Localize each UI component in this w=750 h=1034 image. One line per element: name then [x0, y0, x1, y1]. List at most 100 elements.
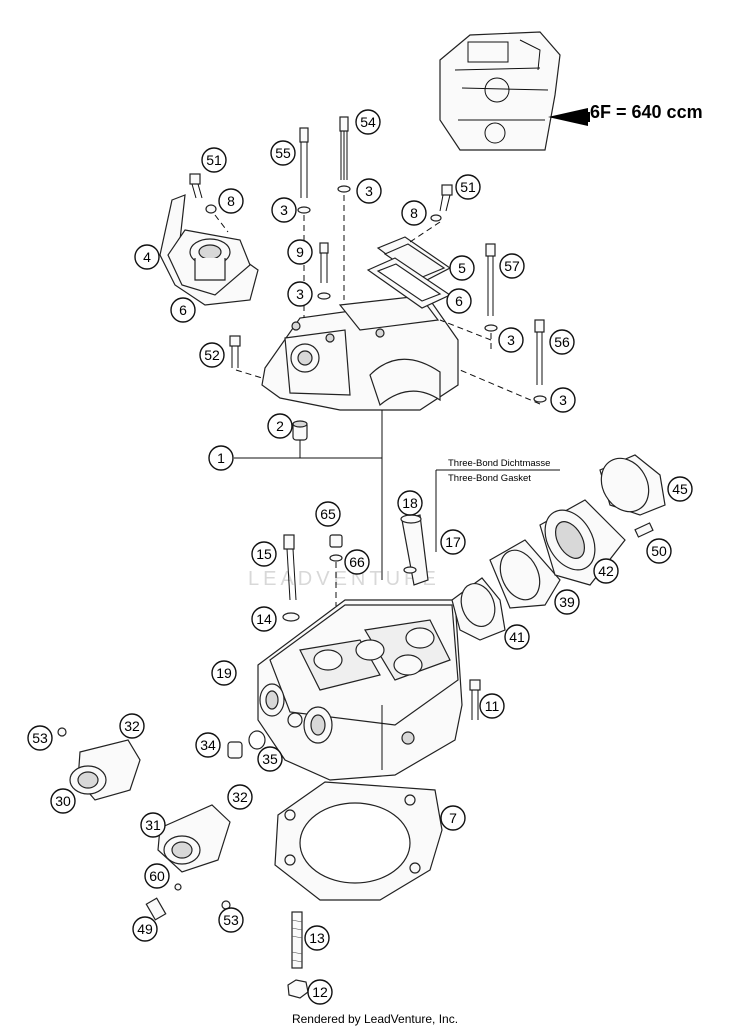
callout-56: 56: [549, 329, 575, 355]
callout-11: 11: [479, 693, 505, 719]
callout-3: 3: [498, 327, 524, 353]
footer-credit: Rendered by LeadVenture, Inc.: [291, 1012, 459, 1026]
callout-15: 15: [251, 541, 277, 567]
callout-45: 45: [667, 476, 693, 502]
callout-50: 50: [646, 538, 672, 564]
engine-inset-illustration: [439, 31, 561, 151]
svg-text:19: 19: [216, 665, 232, 681]
callout-51: 51: [201, 147, 227, 173]
svg-text:32: 32: [232, 789, 248, 805]
plug-34: [227, 730, 266, 759]
callout-32: 32: [119, 713, 145, 739]
inspection-cover-part: [366, 236, 452, 309]
arrow-shaft: [586, 112, 590, 122]
svg-text:5: 5: [458, 260, 466, 276]
callout-8: 8: [401, 200, 427, 226]
svg-text:56: 56: [554, 334, 570, 350]
svg-text:8: 8: [410, 205, 418, 221]
svg-text:42: 42: [598, 563, 614, 579]
bolt-52: [229, 335, 241, 368]
bolt-54: [337, 116, 351, 193]
svg-text:39: 39: [559, 594, 575, 610]
svg-text:15: 15: [256, 546, 272, 562]
callout-41: 41: [504, 624, 530, 650]
callout-3: 3: [356, 178, 382, 204]
callout-13: 13: [304, 925, 330, 951]
svg-text:1: 1: [217, 450, 225, 466]
callout-52: 52: [199, 342, 225, 368]
callout-4: 4: [134, 244, 160, 270]
svg-text:53: 53: [223, 912, 239, 928]
svg-text:4: 4: [143, 249, 151, 265]
callout-6: 6: [446, 288, 472, 314]
callout-6: 6: [170, 297, 196, 323]
svg-text:2: 2: [276, 418, 284, 434]
svg-text:60: 60: [149, 868, 165, 884]
svg-text:6: 6: [455, 293, 463, 309]
svg-text:3: 3: [507, 332, 515, 348]
stud-15: [282, 534, 300, 622]
svg-text:57: 57: [504, 258, 520, 274]
callout-55: 55: [270, 140, 296, 166]
svg-text:30: 30: [55, 793, 71, 809]
callout-39: 39: [554, 589, 580, 615]
callout-65: 65: [315, 501, 341, 527]
svg-text:51: 51: [460, 179, 476, 195]
callout-34: 34: [195, 732, 221, 758]
bolt-11: [469, 679, 481, 720]
svg-text:3: 3: [296, 286, 304, 302]
exhaust-flange-right: [145, 804, 231, 921]
callout-14: 14: [251, 606, 277, 632]
svg-text:51: 51: [206, 152, 222, 168]
chain-tensioner-cover-part: [159, 194, 259, 306]
svg-text:17: 17: [445, 534, 461, 550]
svg-text:53: 53: [32, 730, 48, 746]
bolt-9: [317, 242, 331, 300]
callout-5: 5: [449, 255, 475, 281]
svg-text:66: 66: [349, 554, 365, 570]
callout-18: 18: [397, 490, 423, 516]
callout-31: 31: [140, 812, 166, 838]
callout-54: 54: [355, 109, 381, 135]
svg-text:45: 45: [672, 481, 688, 497]
callout-60: 60: [144, 863, 170, 889]
callout-9: 9: [287, 239, 313, 265]
callout-49: 49: [132, 916, 158, 942]
bolt-55: [297, 127, 311, 214]
svg-text:9: 9: [296, 244, 304, 260]
svg-text:11: 11: [485, 698, 500, 714]
svg-text:3: 3: [365, 183, 373, 199]
exhaust-flange-left: [57, 727, 141, 801]
nut-12: [287, 979, 309, 999]
callout-7: 7: [440, 805, 466, 831]
svg-text:55: 55: [275, 145, 291, 161]
callout-19: 19: [211, 660, 237, 686]
arrow-icon: [548, 108, 588, 126]
bolt-51-right: [430, 184, 453, 222]
svg-text:41: 41: [509, 629, 525, 645]
engine-capacity-label: 6F = 640 ccm: [590, 102, 703, 122]
svg-text:3: 3: [559, 392, 567, 408]
svg-text:34: 34: [200, 737, 216, 753]
svg-text:3: 3: [280, 202, 288, 218]
callout-35: 35: [257, 746, 283, 772]
svg-text:31: 31: [145, 817, 161, 833]
callout-57: 57: [499, 253, 525, 279]
callout-42: 42: [593, 558, 619, 584]
svg-text:52: 52: [204, 347, 220, 363]
leader-part-1: [234, 410, 383, 580]
bolt-51-left: [189, 173, 217, 214]
plug-65: [329, 534, 343, 562]
head-gasket-part: [274, 781, 443, 901]
svg-text:50: 50: [651, 543, 667, 559]
stud-13: [291, 911, 303, 969]
svg-text:6: 6: [179, 302, 187, 318]
dowel-2: [292, 420, 308, 441]
svg-text:32: 32: [124, 718, 140, 734]
callout-30: 30: [50, 788, 76, 814]
svg-text:49: 49: [137, 921, 153, 937]
callout-12: 12: [307, 979, 333, 1005]
callout-53: 53: [27, 725, 53, 751]
svg-text:35: 35: [262, 751, 278, 767]
